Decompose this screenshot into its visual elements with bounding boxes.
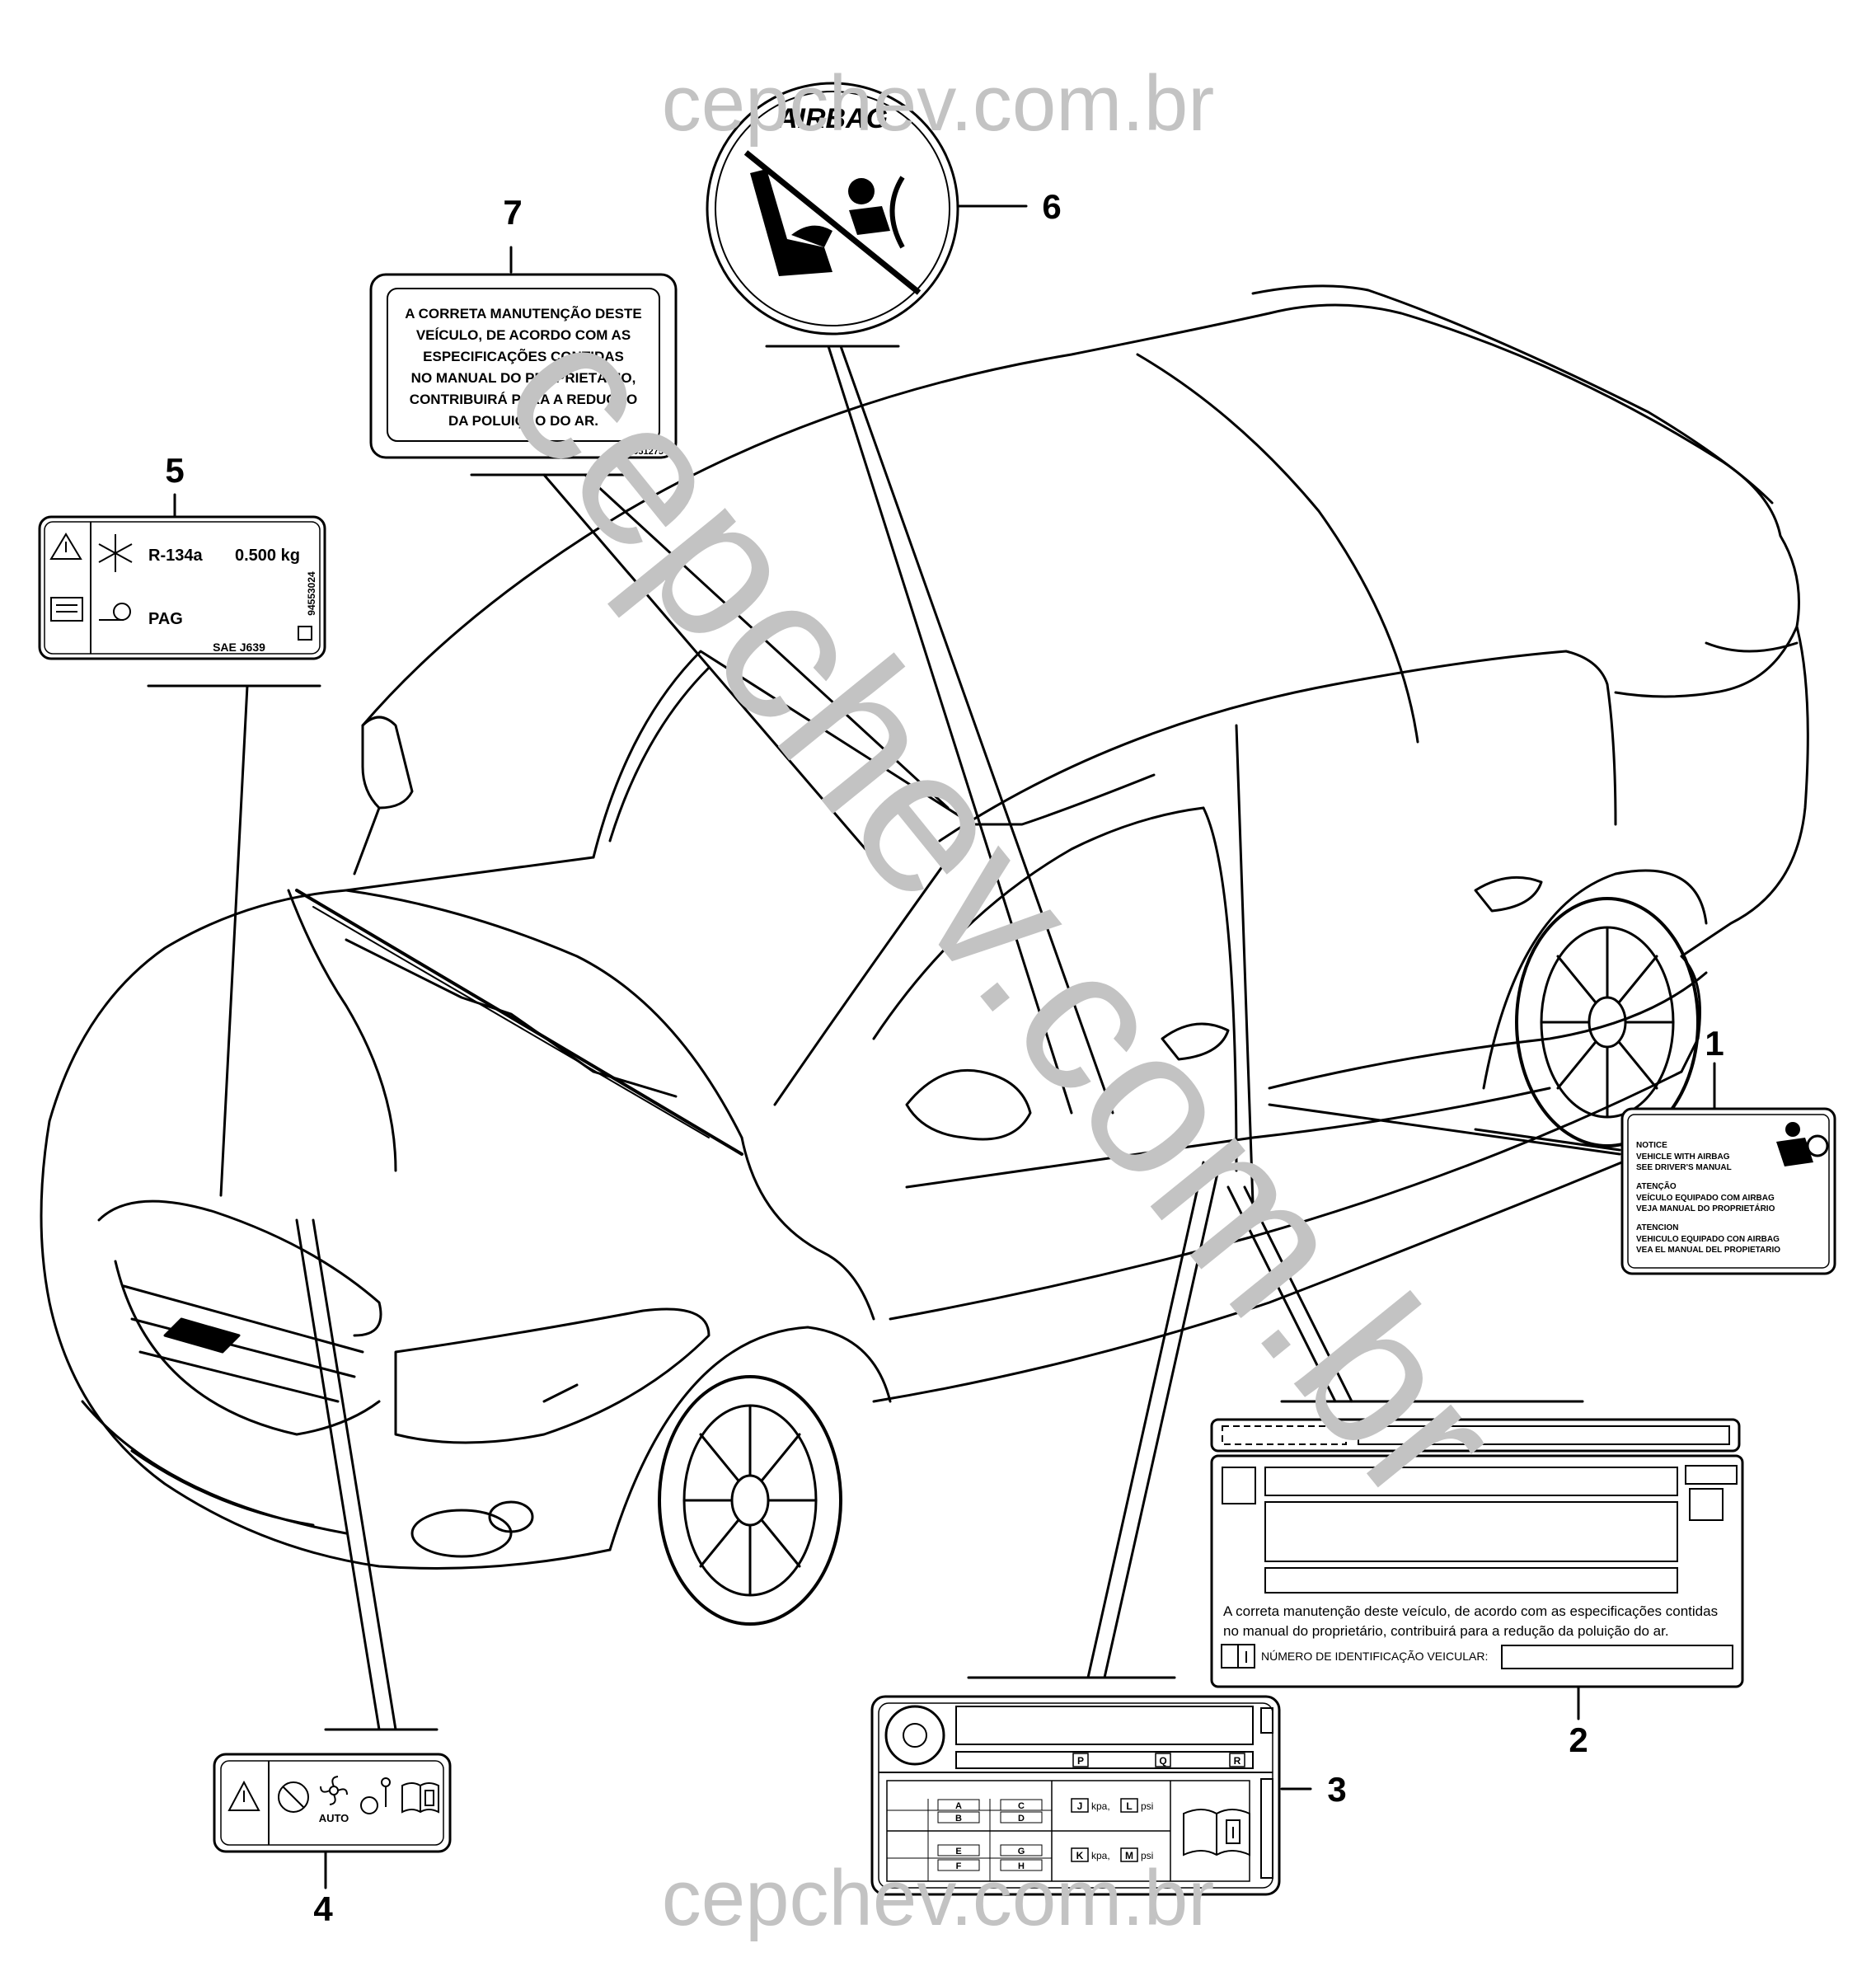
label1-line-7: ATENCION xyxy=(1636,1223,1678,1232)
label7-line-6: DA POLUIÇÃO DO AR. xyxy=(448,412,598,429)
label2-vin-label: NÚMERO DE IDENTIFICAÇÃO VEICULAR: xyxy=(1261,1650,1488,1663)
fan-person-icon xyxy=(360,1777,391,1814)
snowflake-icon xyxy=(98,534,133,572)
label3-code-q: Q xyxy=(1159,1755,1166,1767)
label7-part-number: 52051275 xyxy=(623,447,664,457)
car-outline xyxy=(40,284,1809,1626)
callout-5: 5 xyxy=(165,451,184,490)
label5-oil: PAG xyxy=(148,610,183,628)
label3-grid-d: D xyxy=(1018,1814,1025,1824)
warning-triangle-icon xyxy=(227,1780,260,1811)
watermark-diagonal: cepchev.com.br xyxy=(461,279,1545,1543)
label3-grid-h: H xyxy=(1018,1861,1025,1871)
label7-line-4: NO MANUAL DO PROPRIETÁRIO, xyxy=(411,370,636,386)
manual-info-icon xyxy=(401,1782,439,1814)
label6-title: AIRBAG xyxy=(776,103,888,134)
label1-line-9: VEA EL MANUAL DEL PROPIETARIO xyxy=(1636,1246,1780,1255)
label5-refrigerant: R-134a xyxy=(148,547,203,565)
leader-lines xyxy=(147,204,1716,1889)
manual-info-icon xyxy=(1183,1809,1250,1856)
label-6-airbag-child-seat: AIRBAG xyxy=(706,82,959,336)
label-2-vehicle-id: A correta manutenção deste veículo, de a… xyxy=(1210,1418,1744,1688)
label-1-airbag-notice: NOTICE VEHICLE WITH AIRBAG SEE DRIVER'S … xyxy=(1620,1107,1836,1275)
label7-line-2: VEÍCULO, DE ACORDO COM AS xyxy=(416,327,631,343)
service-manual-icon xyxy=(50,597,83,622)
label3-row1-b: L xyxy=(1126,1800,1132,1812)
label3-row2-unit-b: psi xyxy=(1141,1850,1153,1861)
manual-book-icon xyxy=(1221,1644,1255,1669)
label1-line-2: VEHICLE WITH AIRBAG xyxy=(1636,1152,1730,1162)
label4-auto-text: AUTO xyxy=(319,1812,349,1824)
label3-row1-a: J xyxy=(1077,1800,1083,1812)
label5-charge: 0.500 kg xyxy=(235,547,300,565)
callout-4: 4 xyxy=(313,1889,333,1928)
label-7-emission-notice: A CORRETA MANUTENÇÃO DESTE VEÍCULO, DE A… xyxy=(369,273,678,459)
tire-icon xyxy=(884,1705,945,1766)
watermark-bottom: cepchev.com.br xyxy=(662,1854,1215,1942)
fan-auto-icon xyxy=(320,1776,348,1805)
callout-6: 6 xyxy=(1042,187,1061,226)
label1-line-4: ATENÇÃO xyxy=(1636,1180,1677,1191)
label3-row2-b: M xyxy=(1125,1850,1133,1861)
label1-line-5: VEÍCULO EQUIPADO COM AIRBAG xyxy=(1636,1192,1775,1203)
label1-line-3: SEE DRIVER'S MANUAL xyxy=(1636,1163,1732,1172)
label-3-tire-pressure: P Q R A C B D E G F H J kpa, L psi xyxy=(870,1695,1281,1896)
airbag-person-icon xyxy=(1776,1122,1829,1166)
label3-row1-unit-a: kpa, xyxy=(1091,1800,1110,1812)
label1-line-8: VEHICULO EQUIPADO CON AIRBAG xyxy=(1636,1235,1780,1244)
watermark-top: cepchev.com.br xyxy=(662,59,1215,148)
label3-row2-a: K xyxy=(1076,1850,1084,1861)
label5-standard: SAE J639 xyxy=(213,641,265,654)
label3-code-p: P xyxy=(1077,1755,1084,1767)
callout-7: 7 xyxy=(503,193,522,232)
no-child-seat-airbag-icon xyxy=(743,150,922,295)
label1-line-1: NOTICE xyxy=(1636,1141,1667,1150)
label7-line-5: CONTRIBUIRÁ PARA A REDUÇÃO xyxy=(410,391,637,407)
label3-grid-e: E xyxy=(955,1847,961,1856)
callout-2: 2 xyxy=(1569,1720,1588,1759)
label-4-ac-warning: AUTO xyxy=(213,1753,452,1853)
callout-1: 1 xyxy=(1705,1024,1724,1063)
label3-grid-g: G xyxy=(1018,1847,1025,1856)
label7-line-3: ESPECIFICAÇÕES CONTIDAS xyxy=(423,348,624,364)
label2-text-line-1: A correta manutenção deste veículo, de a… xyxy=(1223,1603,1718,1619)
label3-row2-unit-a: kpa, xyxy=(1091,1850,1110,1861)
label2-text-line-2: no manual do proprietário, contribuirá p… xyxy=(1223,1623,1669,1639)
callout-3: 3 xyxy=(1327,1770,1346,1809)
label7-line-1: A CORRETA MANUTENÇÃO DESTE xyxy=(405,305,641,322)
label3-grid-c: C xyxy=(1018,1801,1025,1811)
label3-code-r: R xyxy=(1234,1755,1241,1767)
label3-grid-a: A xyxy=(955,1801,962,1811)
warning-triangle-icon xyxy=(49,533,82,560)
compressor-oil-icon xyxy=(99,603,131,621)
label-5-ac-refrigerant: R-134a 0.500 kg PAG SAE J639 94553024 xyxy=(38,515,326,660)
label3-grid-f: F xyxy=(956,1861,962,1871)
label5-part-number: 94553024 xyxy=(306,571,317,616)
label3-grid-b: B xyxy=(955,1814,962,1824)
label3-row1-unit-b: psi xyxy=(1141,1800,1153,1812)
label1-line-6: VEJA MANUAL DO PROPRIETÁRIO xyxy=(1636,1203,1775,1213)
no-fan-icon xyxy=(278,1781,309,1813)
